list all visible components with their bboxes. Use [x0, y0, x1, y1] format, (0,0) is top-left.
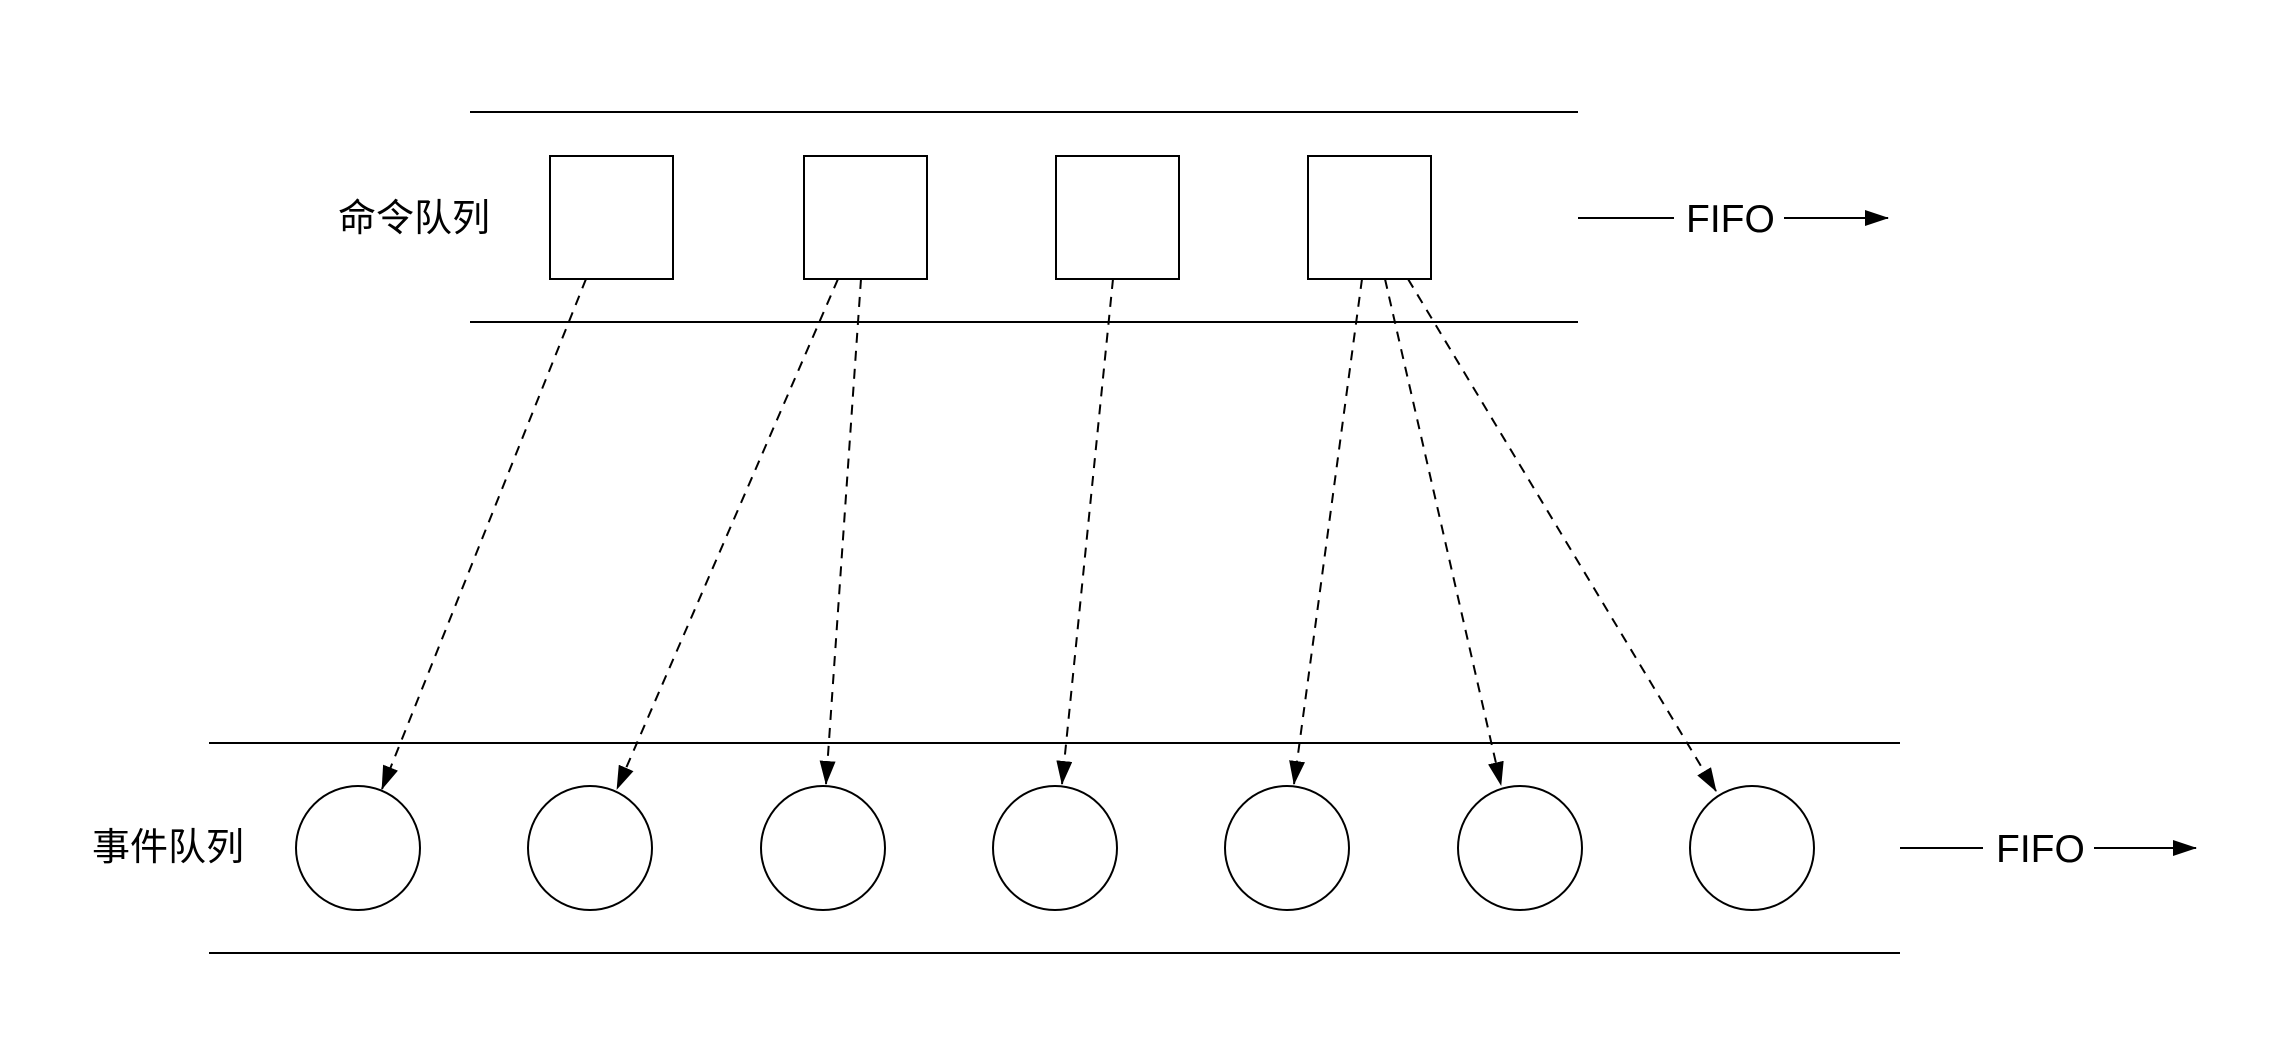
command-item-1 — [549, 155, 674, 280]
event-item-5 — [1224, 785, 1350, 911]
event-item-4 — [992, 785, 1118, 911]
mapping-arrow-c3-e4 — [1056, 278, 1114, 785]
mapping-arrows — [381, 278, 1717, 792]
mapping-arrow-c2-e3 — [819, 278, 862, 785]
mapping-arrow-c2-e2 — [616, 278, 839, 790]
mapping-arrow-c4-e6 — [1384, 278, 1504, 786]
command-item-4 — [1307, 155, 1432, 280]
command-fifo-label: FIFO — [1686, 198, 1775, 241]
command-queue-label: 命令队列 — [338, 196, 491, 240]
command-item-3 — [1055, 155, 1180, 280]
event-item-2 — [527, 785, 653, 911]
event-item-6 — [1457, 785, 1583, 911]
event-queue-label: 事件队列 — [92, 825, 245, 869]
mapping-arrow-c4-e7 — [1407, 278, 1717, 792]
event-item-1 — [295, 785, 421, 911]
mapping-arrow-c4-e5 — [1289, 278, 1363, 785]
event-item-7 — [1689, 785, 1815, 911]
event-fifo-label: FIFO — [1996, 828, 2085, 871]
command-item-2 — [803, 155, 928, 280]
mapping-arrow-c1-e1 — [381, 278, 587, 790]
event-item-3 — [760, 785, 886, 911]
